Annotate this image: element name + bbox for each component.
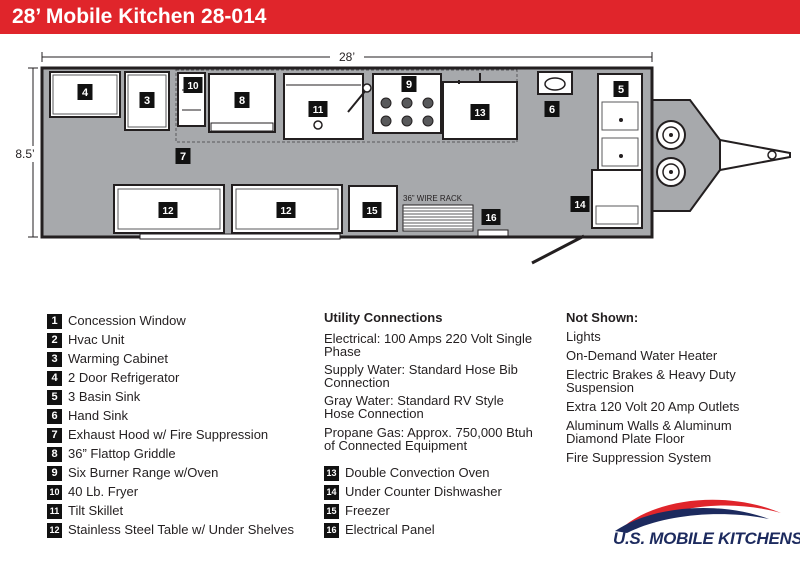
utility-item: Gray Water: Standard RV Style Hose Conne…: [324, 393, 504, 421]
legend-number: 16: [324, 523, 339, 538]
logo-swoosh-icon: [615, 499, 781, 533]
plan-marker-10: 10: [183, 77, 203, 93]
width-dimension: 8.5’: [3, 67, 47, 238]
floor-plan: 28’ 8.5’: [3, 50, 791, 265]
svg-text:9: 9: [406, 79, 412, 91]
plan-marker-12: 12: [276, 202, 296, 218]
legend-number: 13: [324, 466, 339, 481]
legend-number: 9: [47, 466, 62, 481]
svg-text:7: 7: [180, 151, 186, 163]
legend-label: Stainless Steel Table w/ Under Shelves: [68, 522, 294, 537]
svg-text:8: 8: [239, 95, 245, 107]
legend-number: 15: [324, 504, 339, 519]
svg-text:4: 4: [82, 87, 89, 99]
svg-text:16: 16: [485, 213, 497, 224]
plan-marker-16: 16: [481, 209, 501, 225]
legend-label: Hvac Unit: [68, 332, 125, 347]
legend-number: 10: [47, 485, 62, 500]
not-shown-item: Aluminum Walls & Aluminum Diamond Plate …: [566, 418, 732, 446]
legend-label: Freezer: [345, 503, 390, 518]
legend-label: Six Burner Range w/Oven: [68, 465, 219, 480]
convection-oven: [442, 81, 518, 140]
wire-rack-shape: [402, 204, 474, 232]
legend-number: 5: [47, 390, 62, 405]
legend-label: Warming Cabinet: [68, 351, 168, 366]
svg-text:3: 3: [144, 95, 150, 107]
legend-label: 40 Lb. Fryer: [68, 484, 139, 499]
plan-marker-4: 4: [77, 84, 93, 100]
page-title: 28’ Mobile Kitchen 28-014: [12, 5, 267, 28]
legend-label: Tilt Skillet: [68, 503, 124, 518]
legend-number: 14: [324, 485, 339, 500]
svg-text:13: 13: [474, 108, 486, 119]
plan-marker-6: 6: [544, 101, 560, 117]
not-shown-item: On-Demand Water Heater: [566, 348, 718, 363]
not-shown-item: Extra 120 Volt 20 Amp Outlets: [566, 399, 740, 414]
brand-logo: U.S. MOBILE KITCHENS: [609, 493, 800, 557]
legend-label: Under Counter Dishwasher: [345, 484, 502, 499]
equipment-legend: 1 Concession Window 2 Hvac Unit 3 Warming C…: [47, 314, 317, 559]
not-shown-item: Lights: [566, 329, 601, 344]
equipment-markers: 4 3 10 8 11 9 13 6 5 7 12 12 15 16 14: [77, 76, 629, 225]
plan-marker-12: 12: [158, 202, 178, 218]
svg-text:15: 15: [366, 206, 378, 217]
legend-label: Double Convection Oven: [345, 465, 490, 480]
legend-number: 1: [47, 314, 62, 329]
plan-marker-3: 3: [139, 92, 155, 108]
electrical-panel: [477, 229, 509, 237]
legend-number: 7: [47, 428, 62, 443]
length-label: 28’: [339, 50, 355, 64]
header-bar: 28’ Mobile Kitchen 28-014: [0, 0, 800, 34]
plan-marker-11: 11: [308, 101, 328, 117]
utility-connections: Utility Connections Electrical: 100 Amps…: [324, 310, 544, 540]
legend-number: 11: [47, 504, 62, 519]
plan-marker-7: 7: [175, 148, 191, 164]
plan-marker-13: 13: [470, 104, 490, 120]
plan-marker-15: 15: [362, 202, 382, 218]
concession-window-frame: [139, 233, 341, 240]
svg-text:12: 12: [162, 206, 174, 217]
utility-item: Propane Gas: Approx. 750,000 Btuh of Con…: [324, 425, 533, 453]
legend-number: 8: [47, 447, 62, 462]
legend-label: Hand Sink: [68, 408, 128, 423]
svg-text:10: 10: [187, 81, 199, 92]
plan-marker-5: 5: [613, 81, 629, 97]
utility-item: Supply Water: Standard Hose Bib Connecti…: [324, 362, 518, 390]
utility-item: Electrical: 100 Amps 220 Volt Single Pha…: [324, 331, 533, 359]
svg-text:14: 14: [574, 200, 586, 211]
legend-label: 2 Door Refrigerator: [68, 370, 180, 385]
legend-number: 3: [47, 352, 62, 367]
svg-text:6: 6: [549, 104, 555, 116]
plan-marker-14: 14: [570, 196, 590, 212]
legend-number: 6: [47, 409, 62, 424]
not-shown-title: Not Shown:: [566, 310, 639, 325]
svg-text:11: 11: [313, 105, 324, 116]
legend-number: 4: [47, 371, 62, 386]
wire-rack-label: 36” WIRE RACK: [403, 194, 463, 203]
svg-text:12: 12: [280, 206, 292, 217]
svg-text:5: 5: [618, 84, 624, 96]
not-shown-list: Not Shown: Lights On-Demand Water Heater…: [566, 310, 791, 470]
not-shown-item: Electric Brakes & Heavy Duty Suspension: [566, 367, 736, 395]
utility-title: Utility Connections: [324, 310, 443, 325]
plan-marker-9: 9: [401, 76, 417, 92]
door: [531, 234, 585, 265]
legend-label: Concession Window: [68, 313, 186, 328]
plan-marker-8: 8: [234, 92, 250, 108]
length-dimension: 28’: [41, 50, 653, 64]
width-label: 8.5’: [15, 147, 34, 161]
legend-number: 12: [47, 523, 62, 538]
legend-label: Exhaust Hood w/ Fire Suppression: [68, 427, 269, 442]
legend-label: 3 Basin Sink: [68, 389, 141, 404]
legend-label: 36” Flattop Griddle: [68, 446, 176, 461]
legend-label: Electrical Panel: [345, 522, 435, 537]
not-shown-item: Fire Suppression System: [566, 450, 712, 465]
brand-name: U.S. MOBILE KITCHENS: [613, 529, 800, 548]
trailer-hitch: [651, 99, 791, 212]
legend-number: 2: [47, 333, 62, 348]
